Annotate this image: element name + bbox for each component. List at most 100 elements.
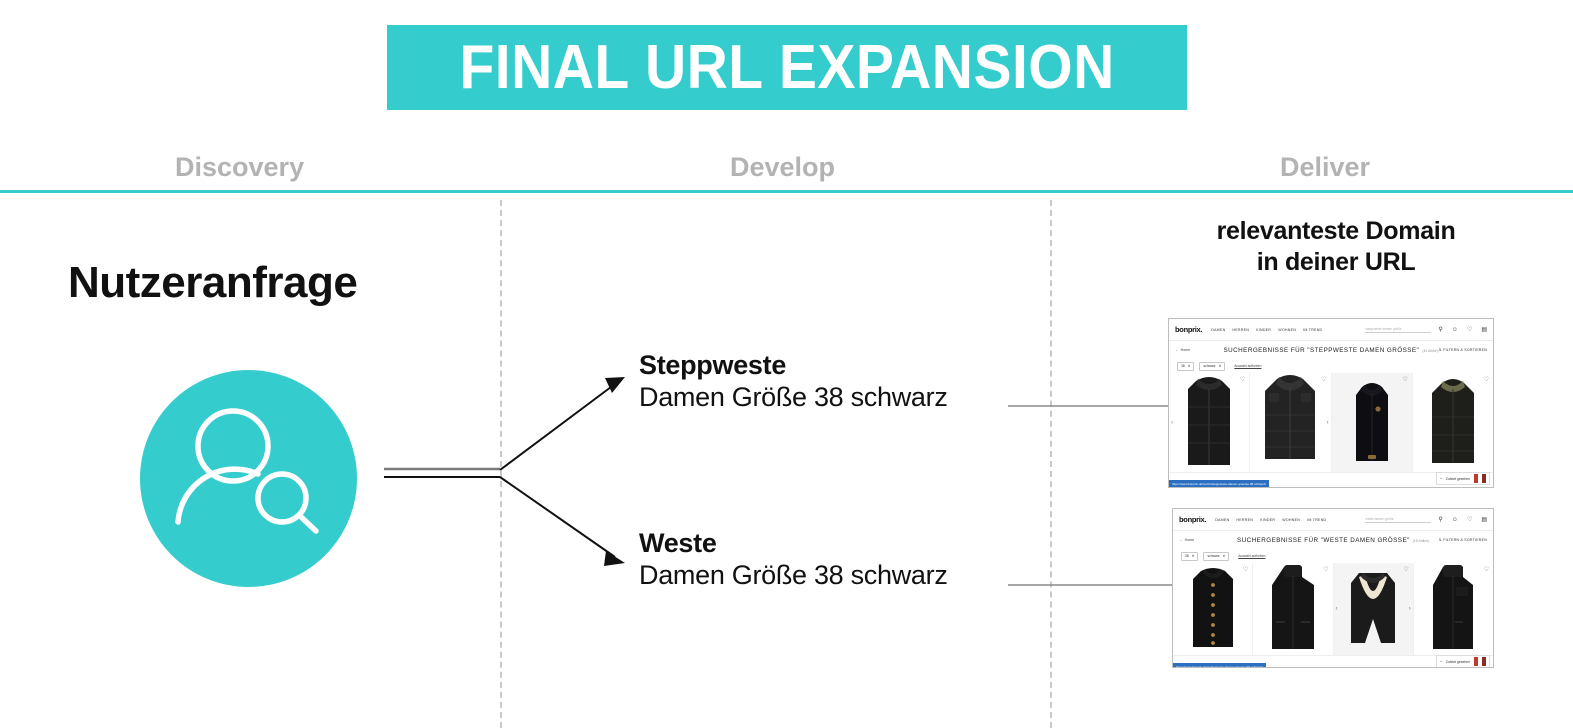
search-icon-2[interactable]: ⚲ xyxy=(1438,516,1443,523)
nav-item-damen-2[interactable]: DAMEN xyxy=(1215,517,1230,522)
close-icon-color-1[interactable]: ✕ xyxy=(1218,364,1222,368)
filter-chip-size-1[interactable]: 38✕ xyxy=(1177,361,1195,371)
results-bar-1: ← Home SUCHERGEBNISSE FÜR "STEPPWESTE DA… xyxy=(1169,341,1493,359)
account-icon-2[interactable]: ☺ xyxy=(1451,516,1458,523)
results-title-text-1: SUCHERGEBNISSE FÜR "STEPPWESTE DAMEN GRÖ… xyxy=(1223,346,1420,354)
wishlist-heart-icon-2-4[interactable]: ♡ xyxy=(1483,567,1489,573)
recently-viewed-widget-2[interactable]: ^ Zuletzt gesehen xyxy=(1436,655,1490,667)
close-icon-size-1[interactable]: ✕ xyxy=(1187,364,1191,368)
filter-chip-size-2[interactable]: 38✕ xyxy=(1181,551,1199,561)
nav-item-herren-1[interactable]: HERREN xyxy=(1232,327,1250,332)
relevant-domain-line2: in deiner URL xyxy=(1256,248,1416,277)
filter-chip-color-1[interactable]: schwarz✕ xyxy=(1199,361,1226,371)
results-title-1: SUCHERGEBNISSE FÜR "STEPPWESTE DAMEN GRÖ… xyxy=(1169,347,1493,354)
close-icon-color-2[interactable]: ✕ xyxy=(1222,554,1226,558)
phase-header-deliver: Deliver xyxy=(1280,152,1371,182)
phase-header-discovery: Discovery xyxy=(175,152,305,182)
product-card-1-4[interactable]: ♡ xyxy=(1413,373,1493,472)
wishlist-heart-icon-2-2[interactable]: ♡ xyxy=(1323,567,1329,573)
nav-item-wohnen-2[interactable]: WOHNEN xyxy=(1282,517,1301,522)
title-banner: FINAL URL EXPANSION xyxy=(387,25,1187,110)
chip-label-color-2: schwarz xyxy=(1207,554,1220,558)
serp-screenshot-weste[interactable]: bonprix. DAMEN HERREN KINDER WOHNEN IM T… xyxy=(1172,508,1494,668)
filter-sort-label-1: FILTERN & SORTIEREN xyxy=(1443,348,1487,352)
query-title-1: Steppweste xyxy=(639,350,787,380)
site-header-2: bonprix. DAMEN HERREN KINDER WOHNEN IM T… xyxy=(1173,509,1493,531)
product-card-1-3[interactable]: ♡ xyxy=(1331,373,1413,472)
header-icons-2: ⚲ ☺ ♡ ▤ xyxy=(1438,517,1487,523)
product-image-1-3 xyxy=(1355,383,1388,461)
wishlist-heart-icon-1-4[interactable]: ♡ xyxy=(1483,377,1489,383)
nav-item-imtrend-1[interactable]: IM TREND xyxy=(1303,327,1323,332)
wishlist-icon-1[interactable]: ♡ xyxy=(1466,326,1473,333)
carousel-next-icon-1[interactable]: › xyxy=(1326,419,1329,426)
nav-item-herren-2[interactable]: HERREN xyxy=(1236,517,1254,522)
serp-screenshot-steppweste[interactable]: bonprix. DAMEN HERREN KINDER WOHNEN IM T… xyxy=(1168,318,1494,488)
product-card-2-1[interactable]: ♡ xyxy=(1173,563,1254,655)
clear-filters-link-1[interactable]: Auswahl aufheben xyxy=(1234,364,1262,368)
bag-icon-2[interactable]: ▤ xyxy=(1481,516,1487,523)
bonprix-logo-2[interactable]: bonprix. xyxy=(1179,515,1207,524)
chip-label-size-1: 38 xyxy=(1181,364,1185,368)
search-icon-1[interactable]: ⚲ xyxy=(1438,326,1443,333)
chevron-up-icon-1: ^ xyxy=(1440,476,1442,481)
product-image-1-1 xyxy=(1188,377,1231,465)
product-card-1-2[interactable]: ♡ › xyxy=(1250,373,1332,472)
search-input-1[interactable]: steppweste damen größe xyxy=(1365,327,1432,333)
relevant-domain-line1: relevanteste Domain xyxy=(1216,217,1456,245)
nav-item-kinder-1[interactable]: KINDER xyxy=(1256,327,1272,332)
filter-sort-label-2: FILTERN & SORTIEREN xyxy=(1443,538,1487,542)
wishlist-heart-icon-1-2[interactable]: ♡ xyxy=(1321,377,1327,383)
recently-viewed-label-1: Zuletzt gesehen xyxy=(1445,476,1470,481)
nav-item-kinder-2[interactable]: KINDER xyxy=(1260,517,1276,522)
page-title: FINAL URL EXPANSION xyxy=(459,33,1115,102)
filter-sort-button-1[interactable]: ⇅ FILTERN & SORTIEREN xyxy=(1438,348,1487,352)
site-header-1: bonprix. DAMEN HERREN KINDER WOHNEN IM T… xyxy=(1169,319,1493,341)
nav-item-imtrend-2[interactable]: IM TREND xyxy=(1307,517,1327,522)
recently-viewed-widget-1[interactable]: ^ Zuletzt gesehen xyxy=(1436,472,1490,485)
main-nav-2: DAMEN HERREN KINDER WOHNEN IM TREND xyxy=(1215,518,1326,522)
wishlist-heart-icon-1-3[interactable]: ♡ xyxy=(1402,377,1408,383)
browser-footer-1: https://www.bonprix.de/suche/steppweste-… xyxy=(1169,472,1493,487)
close-icon-size-2[interactable]: ✕ xyxy=(1191,554,1195,558)
filter-chip-color-2[interactable]: schwarz✕ xyxy=(1203,551,1230,561)
browser-footer-2: https://www.bonprix.de/suche/weste-damen… xyxy=(1173,655,1493,667)
wishlist-heart-icon-1-1[interactable]: ♡ xyxy=(1239,377,1246,383)
wishlist-heart-icon-2-3[interactable]: ♡ xyxy=(1403,567,1409,573)
account-icon-1[interactable]: ☺ xyxy=(1451,326,1458,333)
results-title-text-2: SUCHERGEBNISSE FÜR "WESTE DAMEN GRÖSSE" xyxy=(1236,536,1410,544)
search-input-2[interactable]: weste damen größe xyxy=(1365,517,1432,523)
recent-thumb-1b xyxy=(1482,474,1486,483)
product-card-2-3[interactable]: ♡ ‹ › xyxy=(1333,563,1414,655)
nav-item-damen-1[interactable]: DAMEN xyxy=(1211,327,1226,332)
query-title-2: Weste xyxy=(639,528,717,558)
back-link-2[interactable]: ← Home xyxy=(1179,538,1195,542)
bag-icon-1[interactable]: ▤ xyxy=(1481,326,1487,333)
query-label-2: Weste Damen Größe 38 schwarz xyxy=(639,528,948,591)
bonprix-logo-1[interactable]: bonprix. xyxy=(1175,325,1203,334)
results-title-2: SUCHERGEBNISSE FÜR "WESTE DAMEN GRÖSSE"(… xyxy=(1173,537,1493,544)
clear-filters-link-2[interactable]: Auswahl aufheben xyxy=(1238,554,1266,558)
results-count-1: (34 Artikel) xyxy=(1422,348,1439,353)
product-image-2-2 xyxy=(1271,565,1314,649)
carousel-prev-icon-1[interactable]: ‹ xyxy=(1171,419,1173,426)
carousel-prev-icon-2[interactable]: ‹ xyxy=(1335,606,1338,612)
product-grid-2: ♡ ♡ ♡ xyxy=(1173,563,1493,655)
product-image-2-3 xyxy=(1351,573,1396,643)
back-link-1[interactable]: ← Home xyxy=(1175,348,1191,352)
product-card-2-4[interactable]: ♡ xyxy=(1414,563,1493,655)
product-image-1-4 xyxy=(1431,379,1474,463)
header-divider-rule xyxy=(0,190,1573,193)
wishlist-icon-2[interactable]: ♡ xyxy=(1466,516,1473,523)
nav-item-wohnen-1[interactable]: WOHNEN xyxy=(1278,327,1297,332)
recent-thumb-2a xyxy=(1474,657,1478,666)
product-card-1-1[interactable]: ♡ ‹ xyxy=(1169,373,1251,472)
results-count-2: (18 Artikel) xyxy=(1412,538,1430,543)
wishlist-heart-icon-2-1[interactable]: ♡ xyxy=(1242,567,1249,573)
filter-sort-button-2[interactable]: ⇅ FILTERN & SORTIEREN xyxy=(1438,538,1487,542)
main-nav-1: DAMEN HERREN KINDER WOHNEN IM TREND xyxy=(1211,328,1322,332)
product-card-2-2[interactable]: ♡ xyxy=(1253,563,1334,655)
user-search-icon xyxy=(140,370,357,587)
filter-chips-1: 38✕ schwarz✕ Auswahl aufheben xyxy=(1169,359,1493,373)
carousel-next-icon-2[interactable]: › xyxy=(1408,606,1411,612)
